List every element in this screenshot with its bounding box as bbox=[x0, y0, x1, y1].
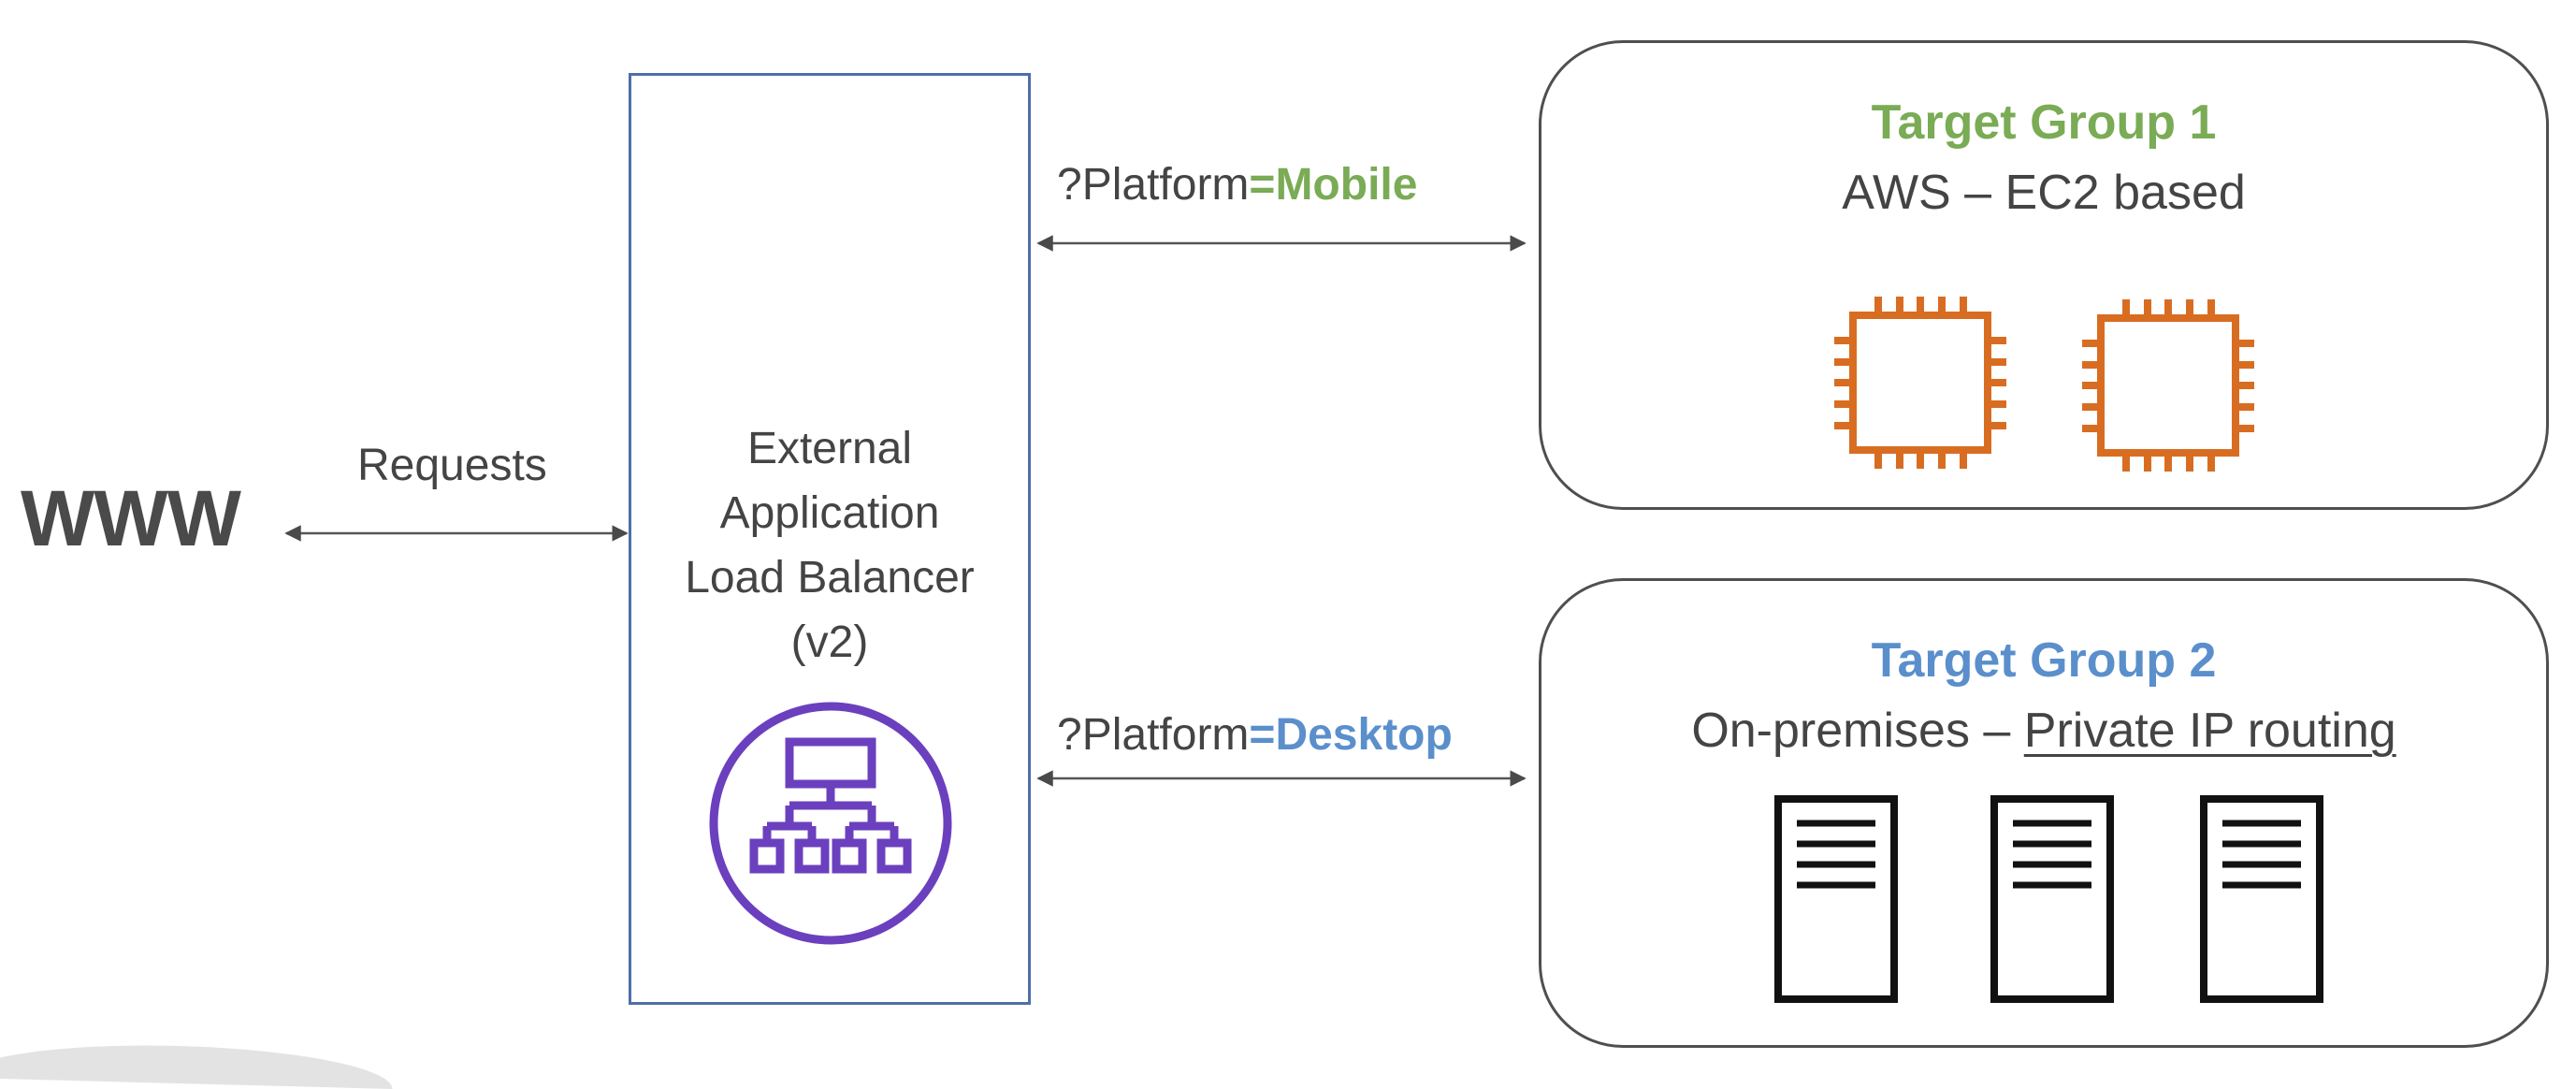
target-group-2: Target Group 2 On-premises – Private IP … bbox=[1539, 578, 2549, 1048]
server-icon bbox=[1774, 795, 1898, 1003]
load-balancer-label-line: (v2) bbox=[790, 617, 869, 667]
requests-label: Requests bbox=[357, 441, 547, 490]
server-icon bbox=[1990, 795, 2114, 1003]
rule-label-mobile: ?Platform=Mobile bbox=[1057, 159, 1417, 211]
rule-label-desktop: ?Platform=Desktop bbox=[1057, 709, 1453, 761]
load-balancer-label-line: Load Balancer bbox=[685, 553, 975, 603]
load-balancer-label-line: Application bbox=[719, 488, 940, 538]
target-group-title: Target Group 2 bbox=[1871, 633, 2217, 688]
target-group-1: Target Group 1 AWS – EC2 based bbox=[1539, 40, 2549, 510]
subtitle-text: On-premises – bbox=[1691, 704, 2024, 758]
load-balancer-label: External Application Load Balancer (v2) bbox=[629, 416, 1031, 675]
load-balancer-label-line: External bbox=[746, 424, 913, 473]
ec2-instance-icon bbox=[1834, 297, 2006, 469]
target-group-title: Target Group 1 bbox=[1871, 95, 2217, 150]
rule-operator: = bbox=[1249, 710, 1276, 760]
rule-query-param: ?Platform bbox=[1057, 160, 1250, 210]
rule-operator: = bbox=[1249, 160, 1276, 210]
load-balancer-box bbox=[629, 73, 1031, 1005]
rule-query-param: ?Platform bbox=[1057, 710, 1250, 760]
internet-client-label: WWW bbox=[21, 474, 241, 562]
target-group-subtitle: AWS – EC2 based bbox=[1842, 166, 2246, 220]
ec2-instance-icon bbox=[2082, 299, 2254, 472]
rule-value: Mobile bbox=[1275, 160, 1418, 210]
elastic-load-balancer-icon bbox=[709, 702, 952, 945]
server-icon bbox=[2200, 795, 2323, 1003]
target-group-subtitle: On-premises – Private IP routing bbox=[1541, 703, 2546, 759]
rule-value: Desktop bbox=[1275, 710, 1453, 760]
private-ip-routing-link[interactable]: Private IP routing bbox=[2023, 704, 2396, 758]
connectors bbox=[284, 235, 1527, 787]
